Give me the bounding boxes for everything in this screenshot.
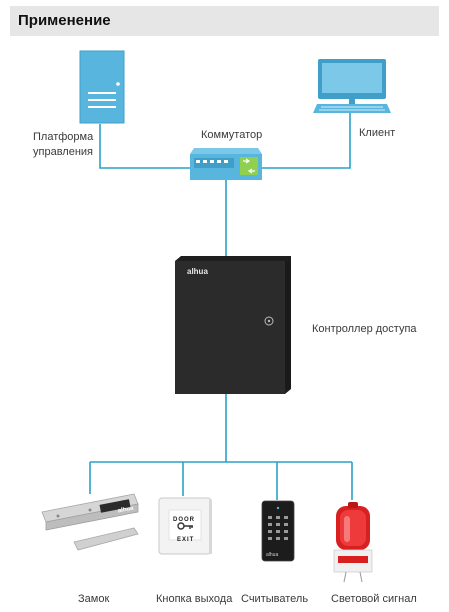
exit-button-label: Кнопка выхода [156, 593, 233, 605]
warning-beacon-icon [333, 502, 373, 583]
platform-label-line2: управления [33, 146, 93, 158]
platform-label-line1: Платформа [33, 131, 94, 143]
desktop-computer-icon [313, 59, 391, 113]
server-icon [79, 50, 125, 124]
section-title: Применение [18, 12, 111, 29]
lock-label: Замок [78, 593, 110, 605]
wire-client-switch [262, 110, 351, 169]
card-reader-icon [261, 500, 295, 562]
client-label: Клиент [359, 127, 396, 139]
reader-brand: alhua [266, 552, 279, 558]
exit-button-text-top: DOOR [173, 517, 195, 523]
reader-label: Считыватель [241, 593, 309, 605]
section-header: Применение [10, 6, 439, 36]
magnetic-lock-icon [41, 493, 139, 551]
wire-platform-switch [99, 124, 190, 169]
exit-button-text-bottom: EXIT [177, 537, 195, 543]
network-switch-icon [190, 148, 262, 180]
switch-label: Коммутатор [201, 129, 263, 141]
lock-brand: alhua [117, 505, 135, 515]
controller-label: Контроллер доступа [312, 323, 417, 335]
access-controller-box [175, 256, 291, 394]
controller-brand: alhua [187, 267, 208, 276]
beacon-label: Световой сигнал [331, 593, 417, 605]
exit-button-icon [158, 497, 212, 555]
